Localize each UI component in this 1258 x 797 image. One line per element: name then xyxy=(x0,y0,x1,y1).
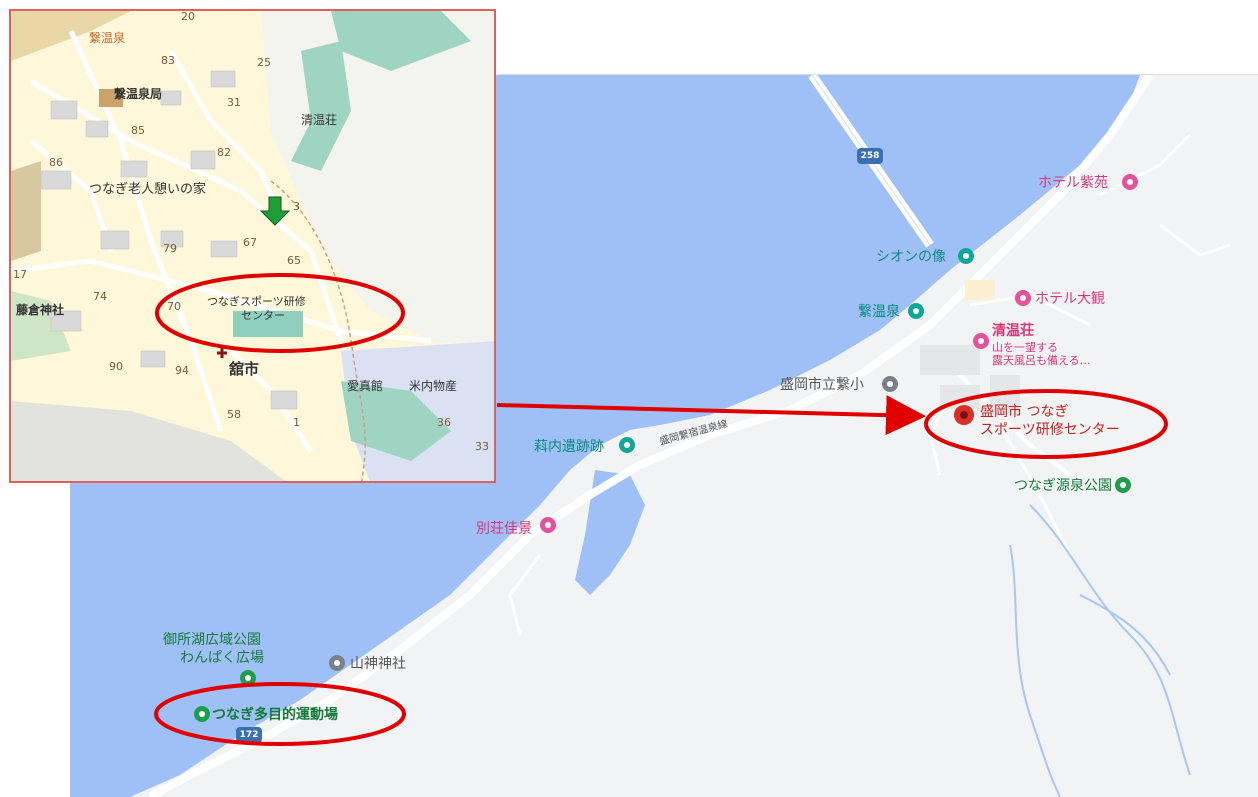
poi-yamagami-shrine-label[interactable]: 山神神社 xyxy=(350,656,406,672)
poi-multipurpose-field-label[interactable]: つなぎ多目的運動場 xyxy=(212,707,338,723)
location-pin-icon[interactable] xyxy=(194,706,210,722)
inset-number: 90 xyxy=(109,360,123,373)
inset-number: 36 xyxy=(437,416,451,429)
inset-number: 25 xyxy=(257,56,271,69)
inset-sports-center-line2: センター xyxy=(241,309,285,322)
poi-gosho-park-line2[interactable]: わんぱく広場 xyxy=(180,650,264,666)
hotel-icon[interactable] xyxy=(973,333,989,349)
inset-number: 74 xyxy=(93,290,107,303)
inset-fujikura-shrine-label: 藤倉神社 xyxy=(16,303,65,317)
inset-seionso-label: 清温荘 xyxy=(301,113,338,127)
poi-seionso-desc2: 露天風呂も備える… xyxy=(992,354,1091,367)
park-tree-icon[interactable] xyxy=(1115,477,1131,493)
poi-genkyo-park-label[interactable]: つなぎ源泉公園 xyxy=(1014,478,1112,494)
inset-aishinkan-label: 愛真館 xyxy=(347,379,384,393)
poi-shion-statue-label[interactable]: シオンの像 xyxy=(876,249,946,265)
hotel-icon[interactable] xyxy=(540,517,556,533)
inset-number: 17 xyxy=(13,268,27,281)
poi-seionso-label[interactable]: 清温荘 xyxy=(992,323,1034,339)
inset-post-office-label: 繋温泉局 xyxy=(114,87,163,101)
inset-number: 86 xyxy=(49,156,63,169)
route-258-badge: 258 xyxy=(857,148,883,164)
inset-number: 70 xyxy=(167,300,181,313)
inset-number: 82 xyxy=(217,146,231,159)
poi-ruins-label[interactable]: 萪内遺跡跡 xyxy=(534,439,604,455)
green-arrow-icon xyxy=(259,196,291,226)
hotel-icon[interactable] xyxy=(1015,290,1031,306)
selected-location-pin-icon[interactable] xyxy=(954,405,974,425)
poi-hotel-taikan-label[interactable]: ホテル大観 xyxy=(1035,291,1105,307)
inset-map[interactable]: 繋温泉 繋温泉局 清温荘 つなぎ老人憩いの家 つなぎスポーツ研修 センター 藤倉… xyxy=(9,9,496,483)
inlet-water xyxy=(575,470,645,595)
inset-sports-center-line1: つなぎスポーツ研修 xyxy=(207,295,306,308)
inset-number: 79 xyxy=(163,242,177,255)
inset-yonai-bussan-label: 米内物産 xyxy=(409,379,458,393)
inset-number: 67 xyxy=(243,236,257,249)
poi-hotel-shien-label[interactable]: ホテル紫苑 xyxy=(1038,175,1108,191)
poi-tsunagi-onsen-label[interactable]: 繋温泉 xyxy=(858,304,900,320)
inset-number: 94 xyxy=(175,364,189,377)
poi-gosho-park-line1[interactable]: 御所湖広域公園 xyxy=(163,632,261,648)
poi-bessou-label[interactable]: 別荘佳景 xyxy=(476,521,532,537)
landmark-icon[interactable] xyxy=(619,437,635,453)
poi-elementary-school-label[interactable]: 盛岡市立繋小 xyxy=(780,377,864,393)
poi-seionso-desc1: 山を一望する xyxy=(992,341,1058,354)
inset-number: 65 xyxy=(287,254,301,267)
poi-sports-center-line2[interactable]: スポーツ研修センター xyxy=(980,422,1120,438)
shrine-icon[interactable] xyxy=(329,655,345,671)
inset-number: 20 xyxy=(181,10,195,23)
inset-number: 31 xyxy=(227,96,241,109)
hotel-icon[interactable] xyxy=(1122,174,1138,190)
inset-tateichi-label: 舘市 xyxy=(229,360,260,378)
inset-number: 1 xyxy=(293,416,300,429)
park-tree-icon[interactable] xyxy=(240,670,256,686)
inset-number: 85 xyxy=(131,124,145,137)
inset-number: 33 xyxy=(475,440,489,453)
inset-number: 3 xyxy=(293,200,300,213)
school-icon[interactable] xyxy=(882,376,898,392)
inset-elderly-home-label: つなぎ老人憩いの家 xyxy=(89,182,207,197)
landmark-icon[interactable] xyxy=(908,303,924,319)
route-172-badge: 172 xyxy=(236,727,262,743)
inset-number: 83 xyxy=(161,54,175,67)
inset-tsunagi-onsen-label: 繋温泉 xyxy=(89,31,126,45)
inset-number: 58 xyxy=(227,408,241,421)
poi-sports-center-line1[interactable]: 盛岡市 つなぎ xyxy=(980,404,1069,420)
landmark-icon[interactable] xyxy=(958,248,974,264)
